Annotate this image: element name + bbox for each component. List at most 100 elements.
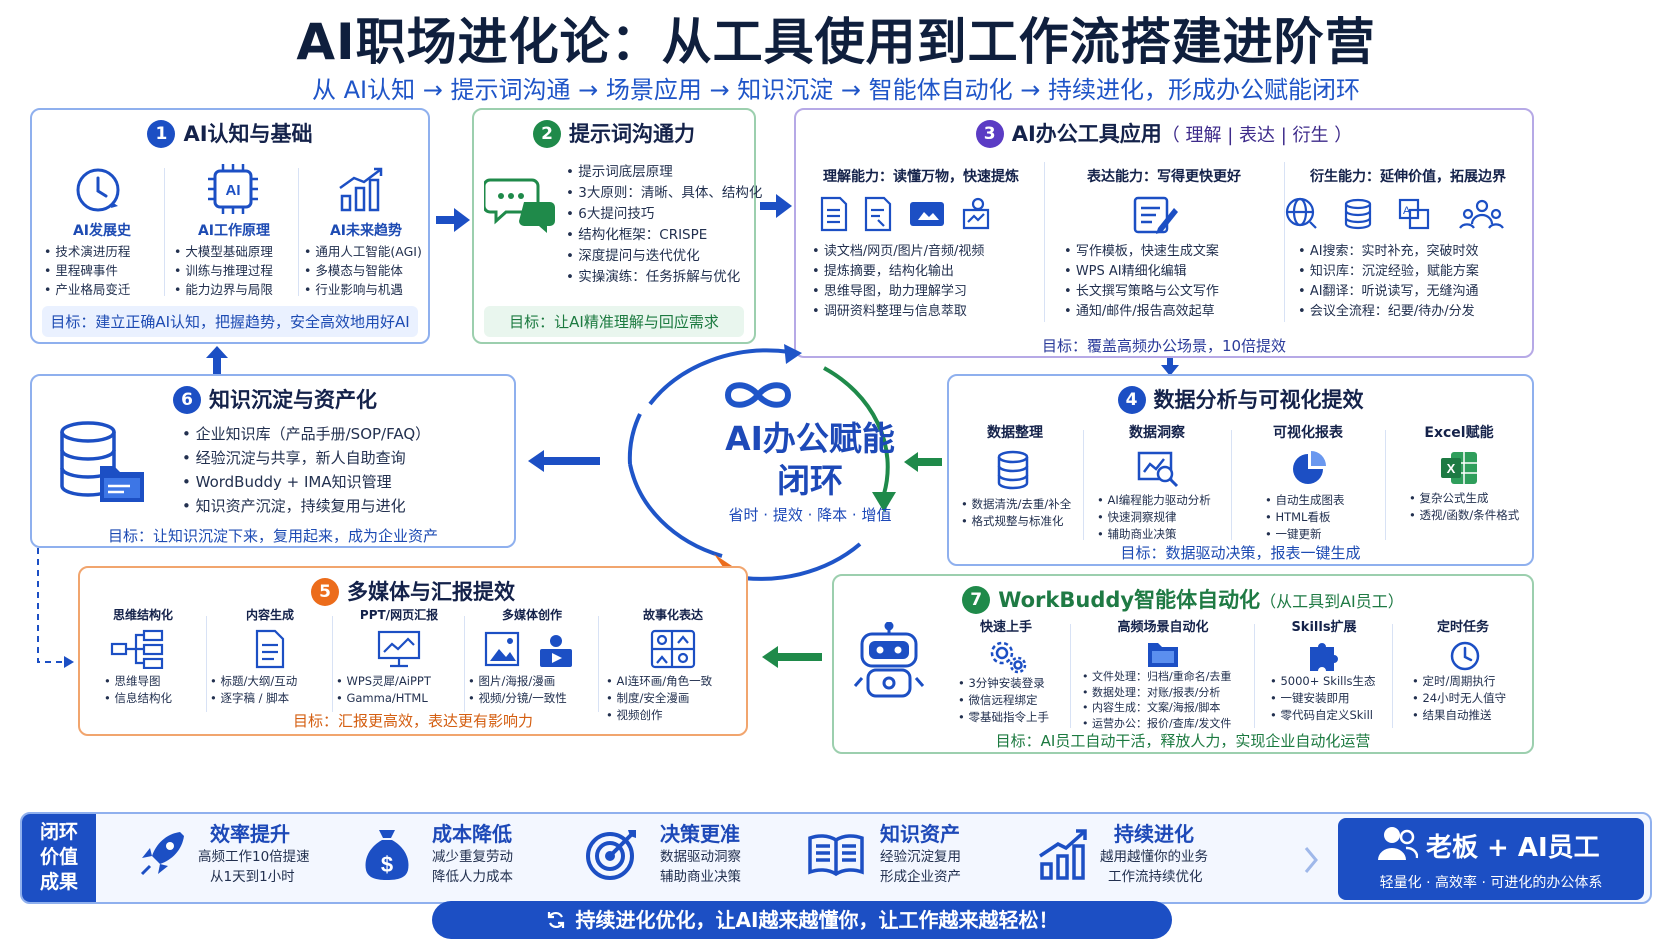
module-7-title-suffix: （从工具到AI员工） — [1260, 592, 1404, 611]
list-item: 24小时无人值守 — [1412, 690, 1550, 707]
module-4-col-3-title: 可视化报表 — [1273, 425, 1343, 441]
list-item: WPS AI精细化编辑 — [1064, 262, 1219, 282]
list-item: 结果自动推送 — [1412, 707, 1550, 724]
page-title: AI职场进化论：从工具使用到工作流搭建进阶营 — [296, 13, 1376, 71]
list-item: 3分钟安装登录 — [958, 675, 1086, 692]
list-item: 文件处理：归档/重命名/去重 — [1082, 669, 1264, 685]
module-3-col-3-title: 衍生能力：延伸价值，拓展边界 — [1310, 169, 1506, 185]
module-4-goal: 目标：数据驱动决策，报表一键生成 — [1120, 544, 1361, 562]
list-item: 产业格局变迁 — [44, 280, 160, 299]
rocket-icon — [136, 826, 190, 884]
boss-title: 老板 + AI员工 — [1426, 833, 1600, 863]
value-item-line: 数据驱动洞察 — [660, 849, 741, 865]
list-item: 信息结构化 — [104, 690, 230, 707]
list-item: 能力边界与局限 — [174, 280, 294, 299]
writing-icon — [1132, 194, 1180, 236]
document-icon — [818, 196, 1008, 232]
list-item: 会议全流程：纪要/待办/分发 — [1298, 302, 1479, 322]
module-4-title: 数据分析与可视化提效 — [1153, 388, 1364, 412]
module-5-col-3-title: PPT/网页汇报 — [359, 608, 439, 622]
boss-subtitle: 轻量化 · 高效率 · 可进化的办公体系 — [1379, 875, 1603, 891]
list-item: 制度/安全漫画 — [606, 690, 752, 707]
center-title-line-1: AI办公赋能 — [725, 419, 895, 458]
module-5-title: 多媒体与汇报提效 — [347, 580, 515, 604]
list-item: 标题/大纲/互动 — [210, 673, 334, 690]
module-1-col-2-title: AI工作原理 — [197, 223, 271, 239]
list-item: 3大原则：清晰、具体、结构化 — [566, 183, 762, 204]
value-item-title: 成本降低 — [432, 822, 512, 846]
list-item: 数据清洗/去重/补全 — [961, 496, 1093, 513]
list-item: 深度提问与迭代优化 — [566, 246, 762, 267]
value-item-title: 持续进化 — [1114, 822, 1194, 846]
list-item: 企业知识库（产品手册/SOP/FAQ） — [182, 422, 431, 446]
trend-chart-icon — [336, 166, 386, 214]
value-item-evolution: 持续进化 越用越懂你的业务 工作流持续优化 — [1100, 818, 1208, 887]
database-icon — [58, 420, 148, 506]
refresh-icon — [546, 904, 566, 941]
arrow-down-icon — [1161, 358, 1179, 380]
comic-panel-icon — [650, 629, 796, 669]
page-subtitle: 从 AI认知 → 提示词沟通 → 场景应用 → 知识沉淀 → 智能体自动化 → … — [312, 76, 1360, 104]
list-item: 行业影响与机遇 — [304, 280, 428, 299]
document-icon — [254, 629, 378, 669]
list-item: AI连环画/角色一致 — [606, 673, 752, 690]
list-item: 辅助商业决策 — [1097, 526, 1241, 543]
list-item: 思维导图 — [104, 673, 230, 690]
list-item: 一键更新 — [1265, 526, 1415, 543]
module-5-col-1-title: 思维结构化 — [112, 608, 173, 622]
module-2-goal: 目标：让AI精准理解与回应需求 — [484, 306, 744, 337]
module-1-goal: 目标：建立正确AI认知，把握趋势，安全高效地用好AI — [42, 306, 418, 337]
clock-icon — [1448, 639, 1586, 673]
center-title-line-2: 闭环 — [777, 461, 843, 500]
value-item-line: 从1天到1小时 — [210, 869, 295, 885]
gear-icon — [988, 639, 1116, 675]
list-item: HTML看板 — [1265, 509, 1415, 526]
list-item: AI编程能力驱动分析 — [1097, 492, 1241, 509]
list-item: 通知/邮件/报告高效起草 — [1064, 302, 1219, 322]
list-item: WordBuddy + IMA知识管理 — [182, 470, 430, 494]
list-item: 复杂公式生成 — [1409, 490, 1553, 507]
list-item: 实操演练：任务拆解与优化 — [566, 267, 762, 288]
list-item: Gamma/HTML — [336, 690, 466, 707]
list-item: 格式规整与标准化 — [961, 513, 1093, 530]
list-item: 大模型基础原理 — [174, 242, 294, 261]
module-3-number: 3 — [975, 120, 1004, 148]
list-item: 提示词底层原理 — [566, 162, 762, 183]
list-item: 微信远程绑定 — [958, 692, 1086, 709]
arrow-right-icon — [436, 208, 470, 236]
arrow-up-icon — [206, 346, 228, 378]
list-item: 技术演进历程 — [44, 242, 160, 261]
module-7-col-1-title: 快速上手 — [979, 620, 1032, 635]
target-icon — [584, 826, 640, 886]
list-item: 里程碑事件 — [44, 261, 160, 280]
list-item: 知识库：沉淀经验，赋能方案 — [1298, 262, 1479, 282]
value-item-line: 越用越懂你的业务 — [1100, 849, 1208, 865]
module-1-number: 1 — [147, 120, 176, 148]
list-item: 提炼摘要，结构化输出 — [812, 262, 984, 282]
module-5-header: 5 多媒体与汇报提效 — [80, 576, 746, 606]
presentation-icon — [376, 629, 506, 669]
footer-text: 持续进化优化，让AI越来越懂你，让工作越来越轻松！ — [575, 908, 1059, 932]
list-item: 6大提问技巧 — [566, 204, 762, 225]
module-7-col-4-title: 定时任务 — [1436, 620, 1489, 635]
value-outcomes-label-line: 闭环 — [39, 821, 78, 843]
center-title: AI办公赋能 闭环 — [660, 418, 960, 502]
module-5-number: 5 — [311, 578, 339, 606]
list-item: 透视/函数/条件格式 — [1409, 507, 1553, 524]
module-7-col-3-title: Skills扩展 — [1291, 620, 1357, 635]
value-outcomes-label: 闭环 价值 成果 — [22, 814, 96, 902]
module-4-col-4-title: Excel赋能 — [1424, 425, 1494, 441]
bar-growth-icon — [1036, 826, 1092, 886]
dashed-connector — [30, 548, 80, 676]
mind-map-icon — [110, 629, 236, 669]
value-item-title: 知识资产 — [880, 822, 960, 846]
arrow-left-icon — [762, 646, 822, 672]
